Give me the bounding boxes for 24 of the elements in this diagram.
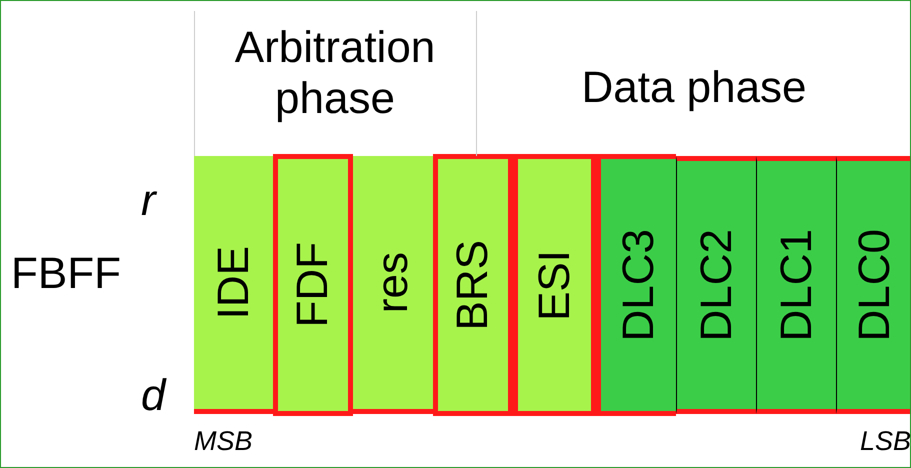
bit-name: DLC3 [616, 228, 660, 342]
frame-format-label: FBFF [11, 249, 122, 300]
msb-label: MSB [194, 426, 254, 458]
lsb-label: LSB [858, 426, 910, 458]
bit-cell [353, 156, 433, 414]
bit-cell [433, 154, 513, 416]
dlc-bit-cell [676, 156, 756, 414]
bit-name: ESI [532, 250, 576, 320]
bit-name: BRS [451, 240, 495, 330]
bit-name: IDE [212, 246, 256, 320]
bit-name: DLC1 [774, 228, 818, 342]
recessive-level-label: r [141, 176, 158, 227]
dlc-bit-cell [756, 156, 836, 414]
dlc-bit-cell [836, 156, 910, 414]
bit-name: res [371, 252, 415, 314]
bit-name: FDF [291, 242, 335, 328]
bit-cell [273, 154, 353, 416]
dlc-bit-cell [596, 154, 676, 416]
phase-heading: Arbitration phase [234, 23, 436, 124]
bit-cell [194, 156, 273, 414]
bit-name: DLC2 [694, 228, 738, 342]
bit-name: DLC0 [853, 228, 897, 342]
dominant-level-label: d [141, 371, 168, 422]
phase-heading: Data phase [580, 63, 808, 114]
